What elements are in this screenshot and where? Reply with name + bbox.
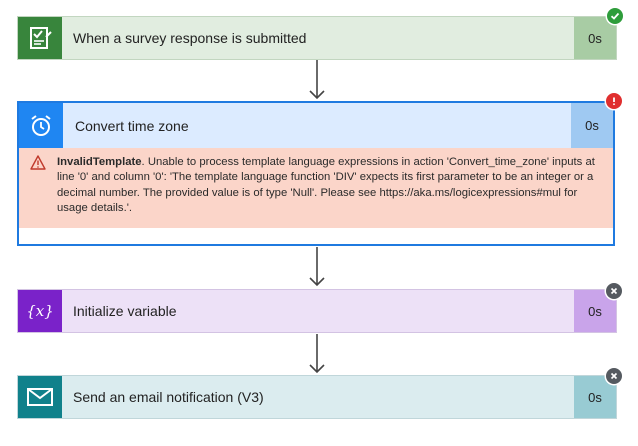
variable-braces-icon: {x} — [18, 290, 62, 332]
svg-text:{x}: {x} — [26, 302, 54, 320]
step-label: Send an email notification (V3) — [73, 389, 264, 405]
step-duration: 0s — [574, 17, 616, 59]
success-check-icon — [607, 8, 623, 24]
step-duration: 0s — [571, 103, 613, 148]
warning-triangle-icon — [30, 155, 46, 170]
skipped-x-icon — [606, 283, 622, 299]
flow-arrow-connector — [309, 247, 325, 287]
step-label: Convert time zone — [75, 117, 189, 134]
step-survey-trigger[interactable]: When a survey response is submitted 0s — [17, 16, 617, 60]
step-convert-time-zone[interactable]: Convert time zone 0s — [19, 103, 613, 148]
step-label: When a survey response is submitted — [73, 30, 307, 46]
alarm-clock-icon — [19, 103, 63, 148]
step-duration: 0s — [574, 376, 616, 418]
step-send-email-notification[interactable]: Send an email notification (V3) 0s — [17, 375, 617, 419]
error-message-panel: InvalidTemplate. Unable to process templ… — [19, 148, 613, 228]
step-label: Initialize variable — [73, 303, 177, 319]
error-message-text: . Unable to process template language ex… — [57, 156, 595, 215]
step-convert-time-zone-card[interactable]: Convert time zone 0s InvalidTemplate. Un… — [17, 101, 615, 246]
skipped-x-icon — [606, 368, 622, 384]
step-initialize-variable[interactable]: {x} Initialize variable 0s — [17, 289, 617, 333]
envelope-icon — [18, 376, 62, 418]
flow-arrow-connector — [309, 334, 325, 374]
error-exclamation-icon — [606, 93, 622, 109]
error-title: InvalidTemplate — [57, 156, 142, 168]
flow-arrow-connector — [309, 60, 325, 100]
survey-form-icon — [18, 17, 62, 59]
